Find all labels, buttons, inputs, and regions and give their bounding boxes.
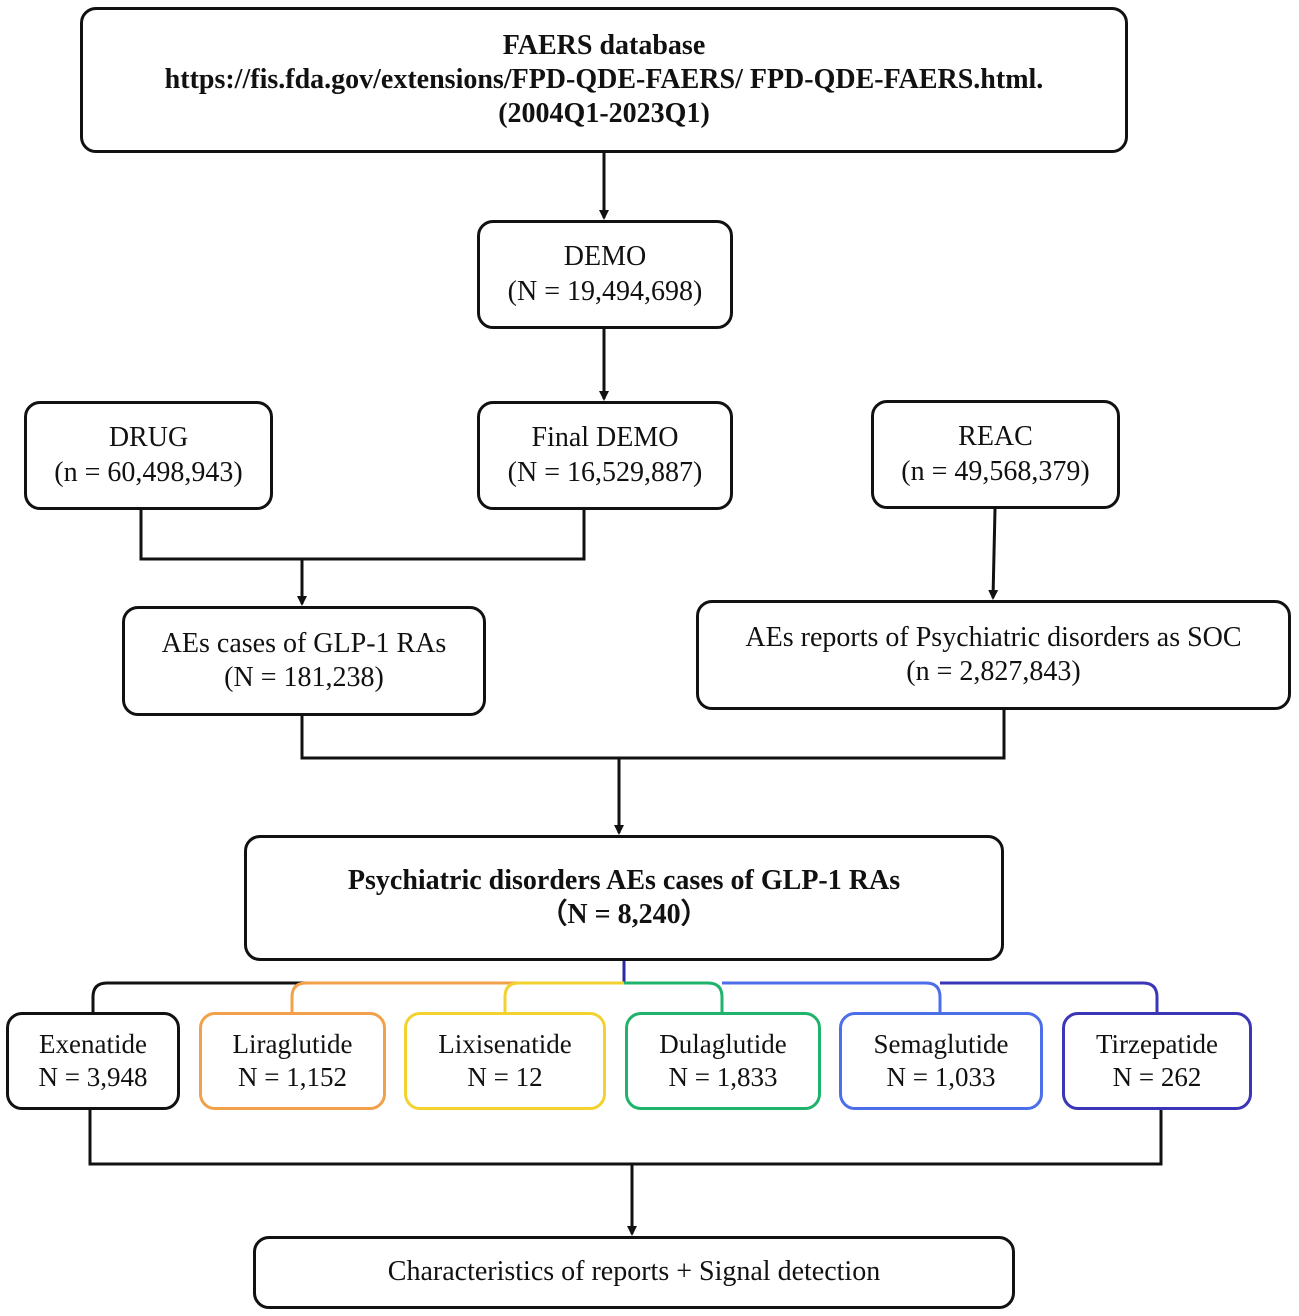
faers-title: FAERS database: [502, 29, 706, 61]
branch-semaglutide: [722, 981, 942, 1012]
drug-count: N = 262: [1112, 1062, 1202, 1092]
line-final-demo-to-join: [302, 510, 586, 561]
drug-name: Dulaglutide: [659, 1029, 787, 1060]
branch-dulaglutide: [624, 981, 724, 1012]
psychiatric-glp1-cases-box: Psychiatric disorders AEs cases of GLP-1…: [244, 835, 1004, 961]
line-drugs-to-merge: [88, 1110, 1163, 1166]
drug-name: Exenatide: [39, 1029, 147, 1060]
glp1-cases-label: AEs cases of GLP-1 RAs: [161, 627, 447, 659]
glp1-cases-box: AEs cases of GLP-1 RAs (N = 181,238): [122, 606, 486, 716]
drug-box-lixisenatide: Lixisenatide N = 12: [404, 1012, 606, 1110]
drug-box-liraglutide: Liraglutide N = 1,152: [199, 1012, 386, 1110]
reac-label: REAC: [958, 421, 1033, 453]
line-drug-to-join: [139, 510, 302, 561]
psychiatric-reports-count: (n = 2,827,843): [906, 656, 1081, 687]
drug-box-semaglutide: Semaglutide N = 1,033: [839, 1012, 1043, 1110]
final-demo-box: Final DEMO (N = 16,529,887): [477, 401, 733, 510]
drug-count: N = 1,833: [668, 1062, 778, 1092]
arrow-reac-to-psy-reports: [988, 508, 999, 600]
faers-url: https://fis.fda.gov/extensions/FPD-QDE-F…: [164, 63, 1044, 95]
branch-tirzepatide: [940, 981, 1159, 1012]
drug-name: Liraglutide: [232, 1029, 353, 1060]
drug-count: N = 1,152: [238, 1062, 347, 1092]
drug-count: N = 1,033: [886, 1062, 996, 1092]
branch-lixisenatide: [503, 981, 624, 1012]
psychiatric-glp1-count: （N = 8,240）: [539, 899, 709, 930]
glp1-cases-count: (N = 181,238): [224, 662, 384, 693]
drug-count: (n = 60,498,943): [54, 456, 243, 488]
psychiatric-reports-label: AEs reports of Psychiatric disorders as …: [745, 621, 1242, 653]
final-demo-count: (N = 16,529,887): [507, 456, 703, 488]
reac-count: (n = 49,568,379): [901, 455, 1090, 487]
demo-box: DEMO (N = 19,494,698): [477, 220, 733, 329]
drug-box-exenatide: Exenatide N = 3,948: [6, 1012, 180, 1110]
line-glp1-to-merge: [300, 710, 1006, 760]
drug-name: Tirzepatide: [1096, 1029, 1218, 1060]
drug-box: DRUG (n = 60,498,943): [24, 401, 273, 510]
faers-database-box: FAERS database https://fis.fda.gov/exten…: [80, 7, 1128, 153]
drug-box-dulaglutide: Dulaglutide N = 1,833: [625, 1012, 821, 1110]
drug-count: N = 12: [467, 1062, 543, 1092]
final-demo-label: Final DEMO: [531, 422, 679, 454]
psychiatric-glp1-label: Psychiatric disorders AEs cases of GLP-1…: [347, 864, 901, 896]
branch-exenatide: [91, 981, 624, 1012]
drug-label: DRUG: [108, 422, 189, 454]
faers-period: (2004Q1-2023Q1): [498, 98, 710, 130]
branch-liraglutide: [290, 981, 624, 1012]
psychiatric-reports-box: AEs reports of Psychiatric disorders as …: [696, 600, 1291, 710]
drug-box-tirzepatide: Tirzepatide N = 262: [1062, 1012, 1252, 1110]
drug-name: Semaglutide: [873, 1029, 1009, 1060]
reac-box: REAC (n = 49,568,379): [871, 400, 1120, 509]
drug-count: N = 3,948: [38, 1062, 148, 1092]
demo-count: (N = 19,494,698): [507, 275, 703, 307]
demo-label: DEMO: [563, 241, 647, 273]
result-label: Characteristics of reports + Signal dete…: [387, 1256, 881, 1288]
drug-name: Lixisenatide: [438, 1029, 572, 1060]
result-box: Characteristics of reports + Signal dete…: [253, 1236, 1015, 1309]
